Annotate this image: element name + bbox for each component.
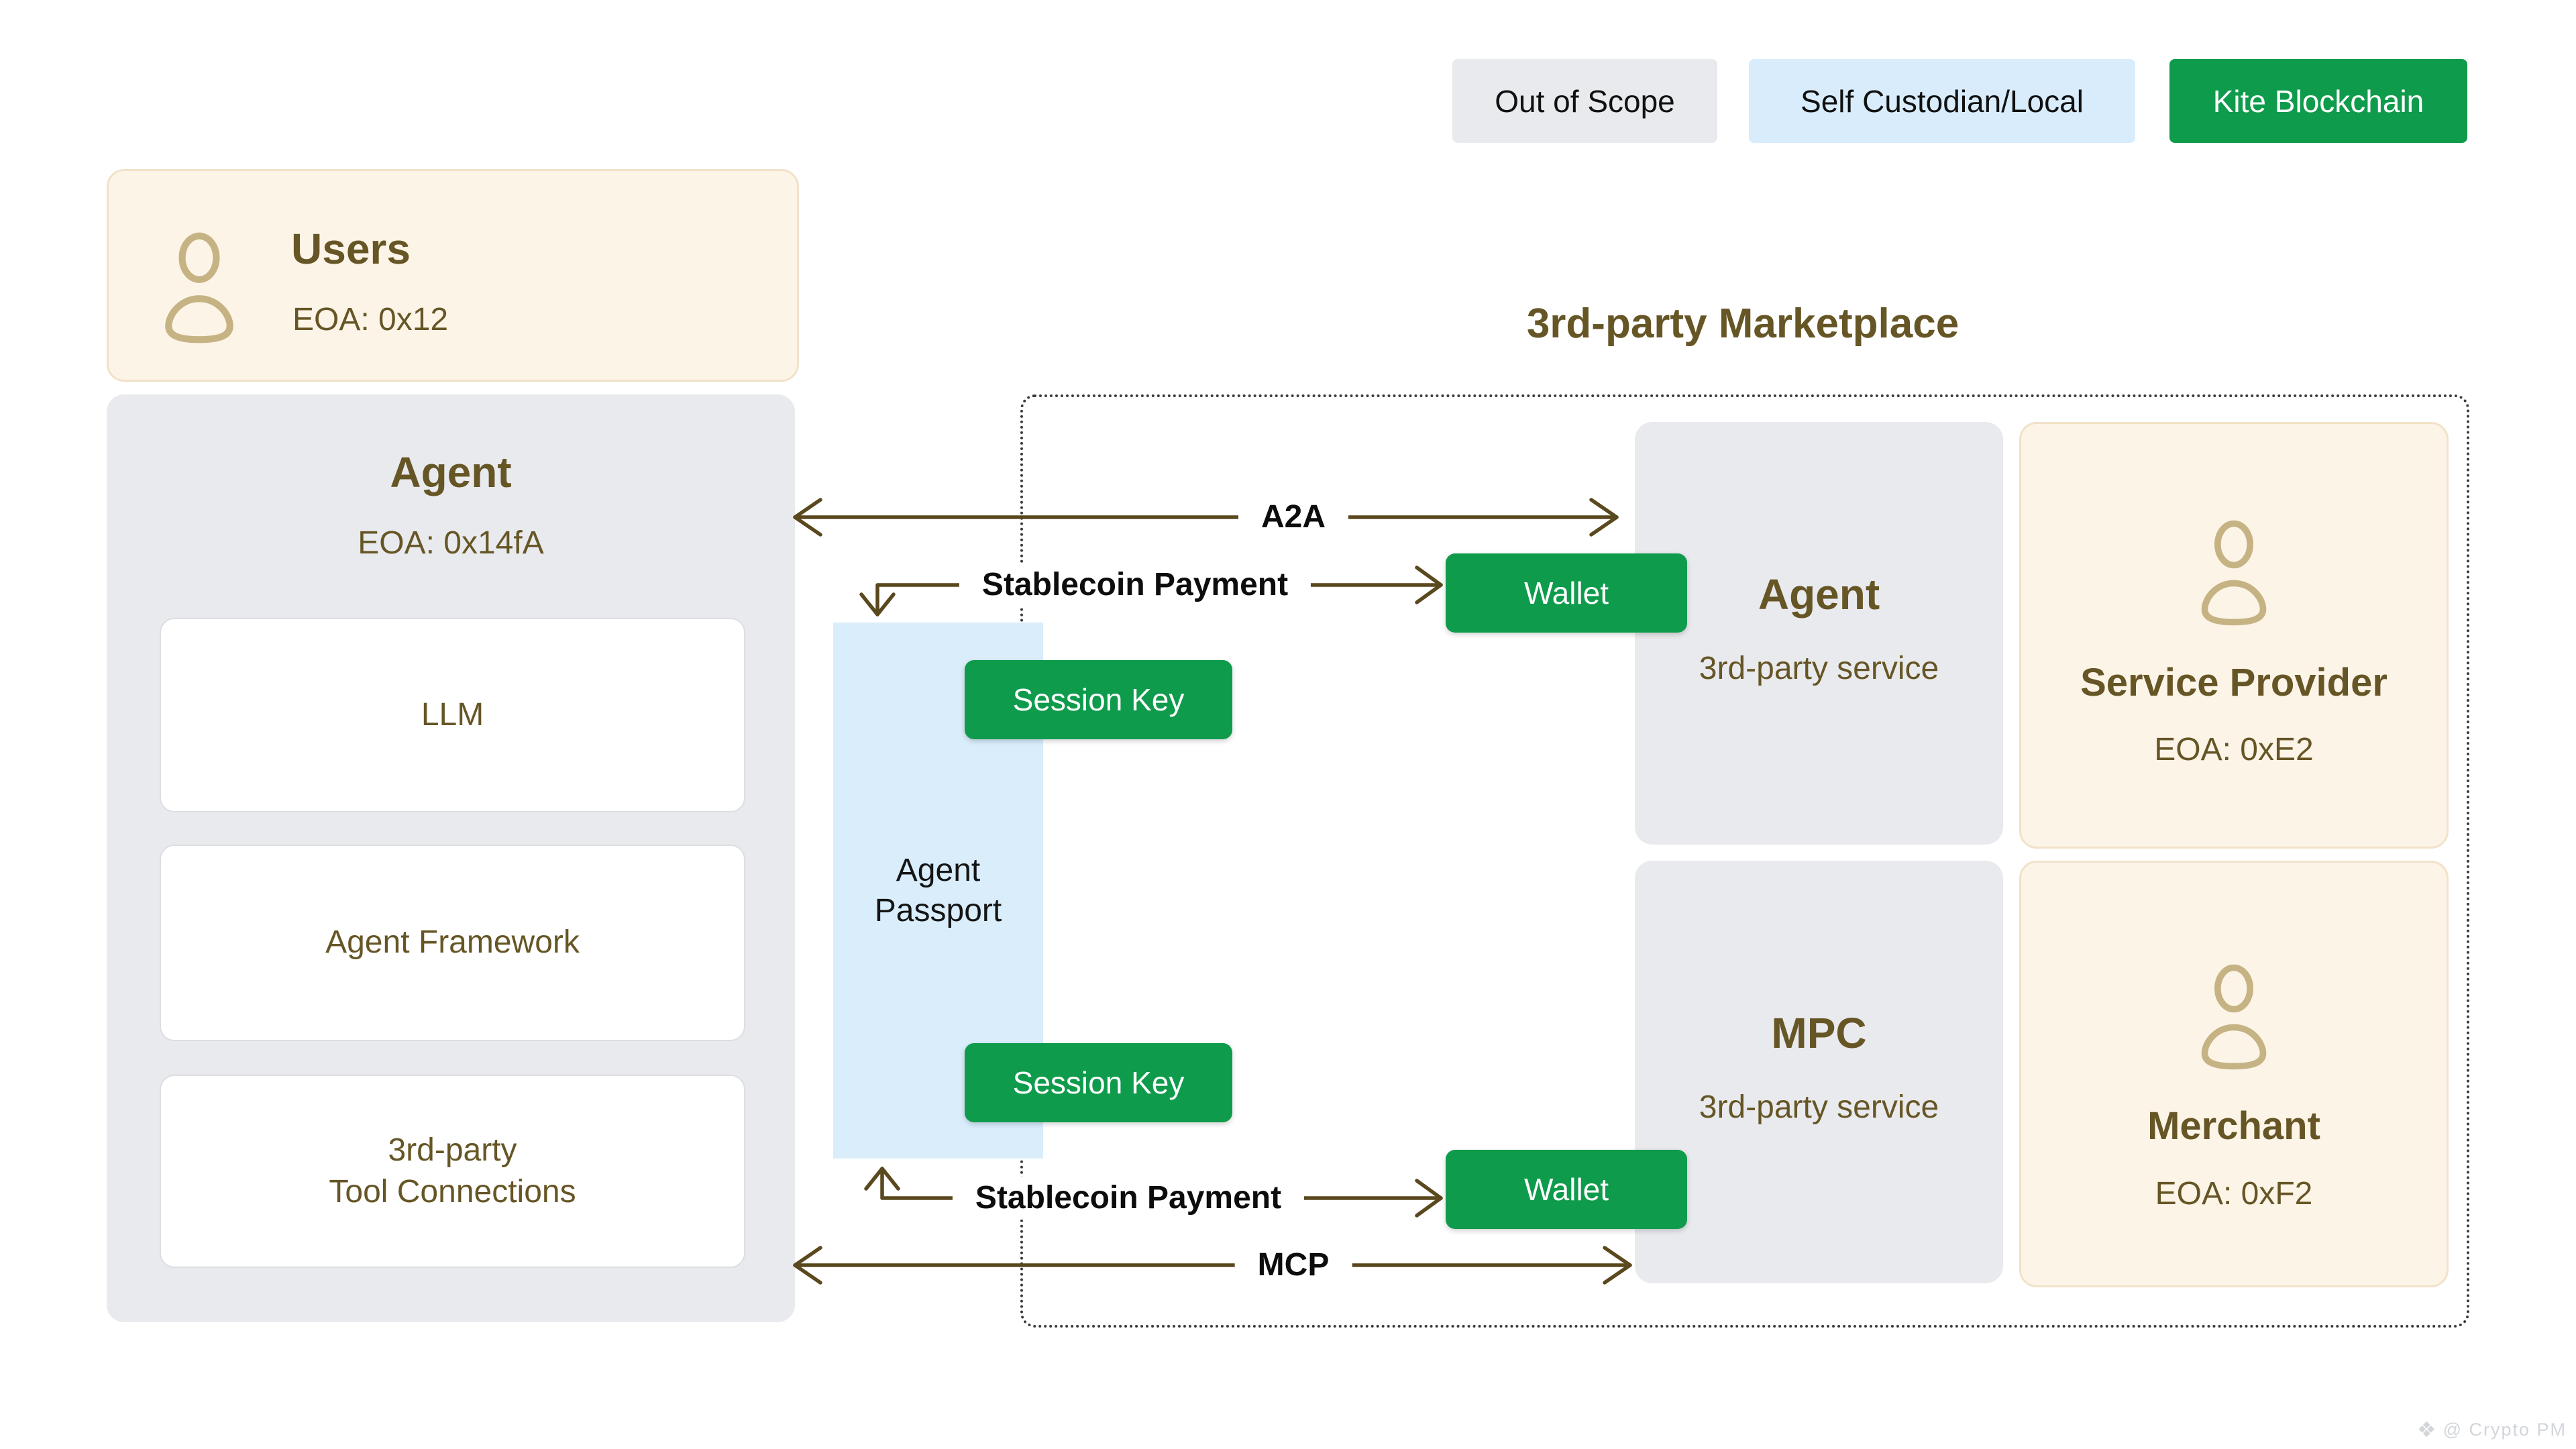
agent-passport-line1: Agent [896, 853, 981, 888]
agent-title: Agent [390, 448, 512, 496]
person-icon [165, 232, 233, 343]
merchant-eoa: EOA: 0xF2 [2155, 1176, 2313, 1212]
watermark: ❖@ Crypto PM [2164, 1417, 2567, 1442]
service-provider-card: Service Provider EOA: 0xE2 [2019, 422, 2449, 849]
mpc-card: MPC 3rd-party service [1635, 861, 2003, 1283]
legend-out-of-scope: Out of Scope [1452, 59, 1717, 143]
marketplace-agent-title: Agent [1758, 570, 1880, 619]
wallet-badge-top: Wallet [1446, 553, 1687, 633]
marketplace-title: 3rd-party Marketplace [1526, 301, 1960, 347]
session-key-badge-bottom: Session Key [965, 1043, 1232, 1122]
merchant-title: Merchant [2147, 1104, 2320, 1148]
tool-connections-line1: 3rd-party [388, 1132, 517, 1168]
llm-label: LLM [421, 696, 484, 733]
agent-eoa: EOA: 0x14fA [358, 525, 544, 561]
agent-framework-label: Agent Framework [325, 924, 580, 961]
session-key-badge-top: Session Key [965, 660, 1232, 739]
mpc-subtitle: 3rd-party service [1699, 1089, 1939, 1125]
marketplace-agent-card: Agent 3rd-party service [1635, 422, 2003, 845]
agent-passport-line2: Passport [874, 893, 1002, 928]
legend-self-custodian-local: Self Custodian/Local [1749, 59, 2135, 143]
merchant-card: Merchant EOA: 0xF2 [2019, 861, 2449, 1287]
stablecoin-payment-bottom-label: Stablecoin Payment [952, 1177, 1305, 1220]
tool-connections-line2: Tool Connections [329, 1174, 576, 1210]
marketplace-agent-subtitle: 3rd-party service [1699, 651, 1939, 686]
mcp-label: MCP [1234, 1244, 1352, 1287]
person-icon [2201, 520, 2267, 626]
wallet-badge-bottom: Wallet [1446, 1150, 1687, 1229]
person-icon [2201, 964, 2267, 1070]
service-provider-eoa: EOA: 0xE2 [2154, 732, 2314, 767]
agent-framework-module: Agent Framework [160, 845, 745, 1041]
mpc-title: MPC [1771, 1009, 1867, 1057]
users-title: Users [291, 225, 411, 273]
llm-module: LLM [160, 618, 745, 812]
users-card: Users EOA: 0x12 [107, 169, 799, 382]
legend-kite-blockchain: Kite Blockchain [2169, 59, 2467, 143]
a2a-label: A2A [1238, 496, 1349, 539]
watermark-text: @ Crypto PM [2443, 1419, 2567, 1440]
users-eoa: EOA: 0x12 [292, 302, 449, 337]
tool-connections-module: 3rd-party Tool Connections [160, 1075, 745, 1268]
service-provider-title: Service Provider [2080, 661, 2387, 704]
agent-card: Agent EOA: 0x14fA LLM Agent Framework 3r… [107, 394, 795, 1322]
agent-passport-label: Agent Passport [833, 851, 1043, 931]
diamond-logo-icon: ❖ [2416, 1417, 2438, 1442]
stablecoin-payment-top-label: Stablecoin Payment [959, 564, 1311, 606]
